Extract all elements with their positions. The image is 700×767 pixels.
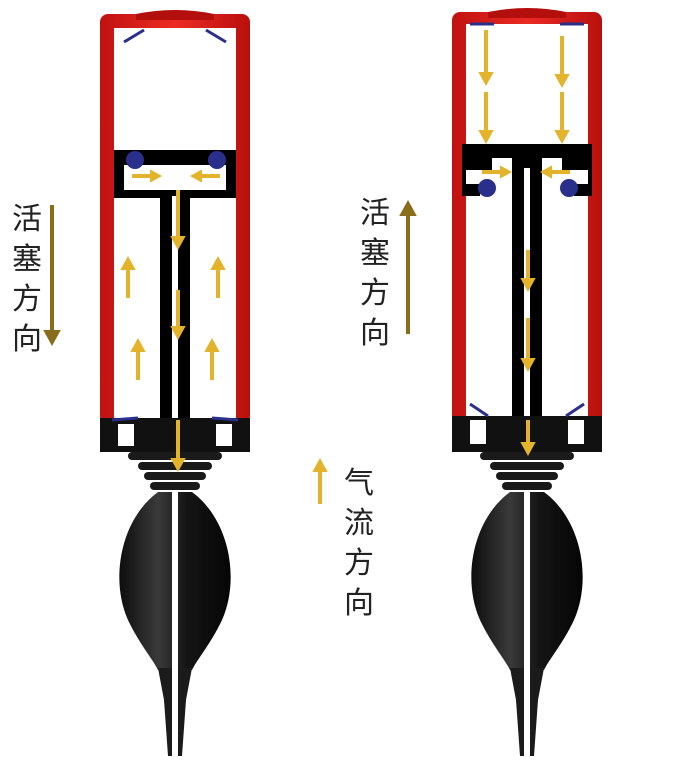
piston-valve-ball-right-a xyxy=(478,179,496,197)
airflow-arrow-up-icon xyxy=(204,338,220,380)
piston-direction-arrow-down-icon xyxy=(43,205,61,346)
airflow-legend-arrow-up-icon xyxy=(312,458,328,504)
airflow-arrow-down-icon xyxy=(170,290,186,340)
airflow-arrow-down-icon xyxy=(478,30,494,86)
piston-valve-ball-right-b xyxy=(560,179,578,197)
airflow-arrow-down-icon xyxy=(478,92,494,144)
piston-direction-label-right: 活 塞 方 向 xyxy=(360,196,390,351)
piston-direction-arrow-up-icon xyxy=(399,200,417,334)
bottom-valve-flap-left-a xyxy=(111,416,139,422)
piston-valve-ball-left-b xyxy=(208,151,226,169)
airflow-direction-label: 气 流 方 向 xyxy=(344,466,374,621)
bottom-valve-flap-right-a xyxy=(469,402,489,418)
airflow-arrow-left-icon xyxy=(190,169,220,183)
piston-valve-ball-left-a xyxy=(126,151,144,169)
airflow-arrow-down-icon xyxy=(520,420,536,456)
airflow-arrow-down-icon xyxy=(520,318,536,372)
piston-direction-label-left: 活 塞 方 向 xyxy=(12,202,42,357)
pump-right xyxy=(452,8,602,758)
top-valve-flap-left-b xyxy=(205,28,227,44)
airflow-arrows xyxy=(43,30,570,504)
airflow-arrow-up-icon xyxy=(120,256,136,298)
airflow-arrow-down-icon xyxy=(520,250,536,292)
airflow-arrow-down-icon xyxy=(554,36,570,88)
airflow-arrow-right-icon xyxy=(482,165,512,179)
airflow-arrow-down-icon xyxy=(170,420,186,472)
airflow-arrow-up-icon xyxy=(210,256,226,298)
airflow-arrow-down-icon xyxy=(170,190,186,250)
airflow-arrow-right-icon xyxy=(132,169,162,183)
airflow-arrow-down-icon xyxy=(554,92,570,144)
pump-left xyxy=(100,10,250,756)
airflow-arrow-up-icon xyxy=(130,338,146,380)
bottom-valve-flap-right-b xyxy=(565,402,585,418)
airflow-arrow-left-icon xyxy=(540,165,570,179)
bottom-valve-flap-left-b xyxy=(211,416,239,422)
piston-head-right xyxy=(462,144,592,196)
top-valve-flap-left-a xyxy=(123,28,145,44)
